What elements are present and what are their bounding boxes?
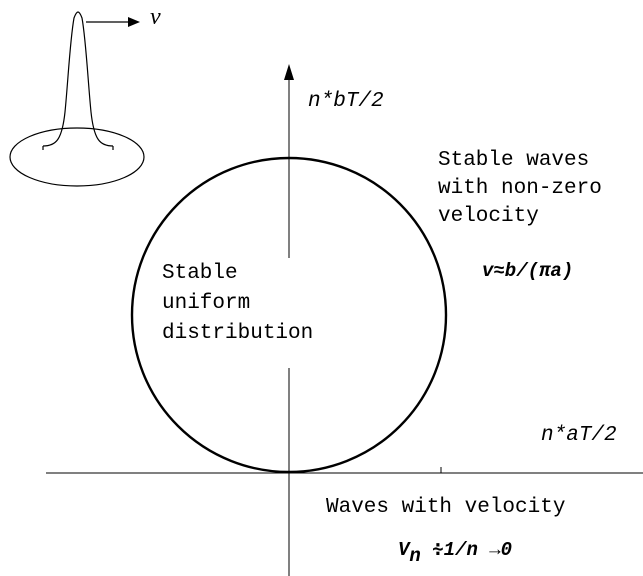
bottom-velocity-formula: Vn ∻1/n →0 <box>398 539 512 567</box>
horizontal-axis-label: n*aT/2 <box>541 424 617 447</box>
vertical-axis-label: n*bT/2 <box>308 90 384 113</box>
stability-boundary-circle <box>130 156 448 474</box>
inset-ellipse <box>9 127 145 187</box>
inside-label-line-3: distribution <box>162 322 313 345</box>
inside-label-line-2: uniform <box>162 292 250 315</box>
vertical-axis-arrowhead <box>284 64 294 80</box>
outside-label-line-2: with non-zero <box>438 177 602 200</box>
outside-label-line-3: velocity <box>438 205 539 228</box>
outside-label-line-1: Stable waves <box>438 149 589 172</box>
inset-pulse-curve <box>42 11 114 147</box>
inset-velocity-label: v <box>150 4 161 30</box>
outside-region-label: Stable waves with non-zero velocity v≈b/… <box>438 149 602 282</box>
inside-label-line-1: Stable <box>162 262 238 285</box>
outside-velocity-formula: v≈b/(πa) <box>482 260 573 282</box>
inset-pulse-illustration: v <box>9 4 161 187</box>
bottom-waves-label: Waves with velocity <box>326 496 565 519</box>
inside-region-label: Stable uniform distribution <box>162 262 313 345</box>
